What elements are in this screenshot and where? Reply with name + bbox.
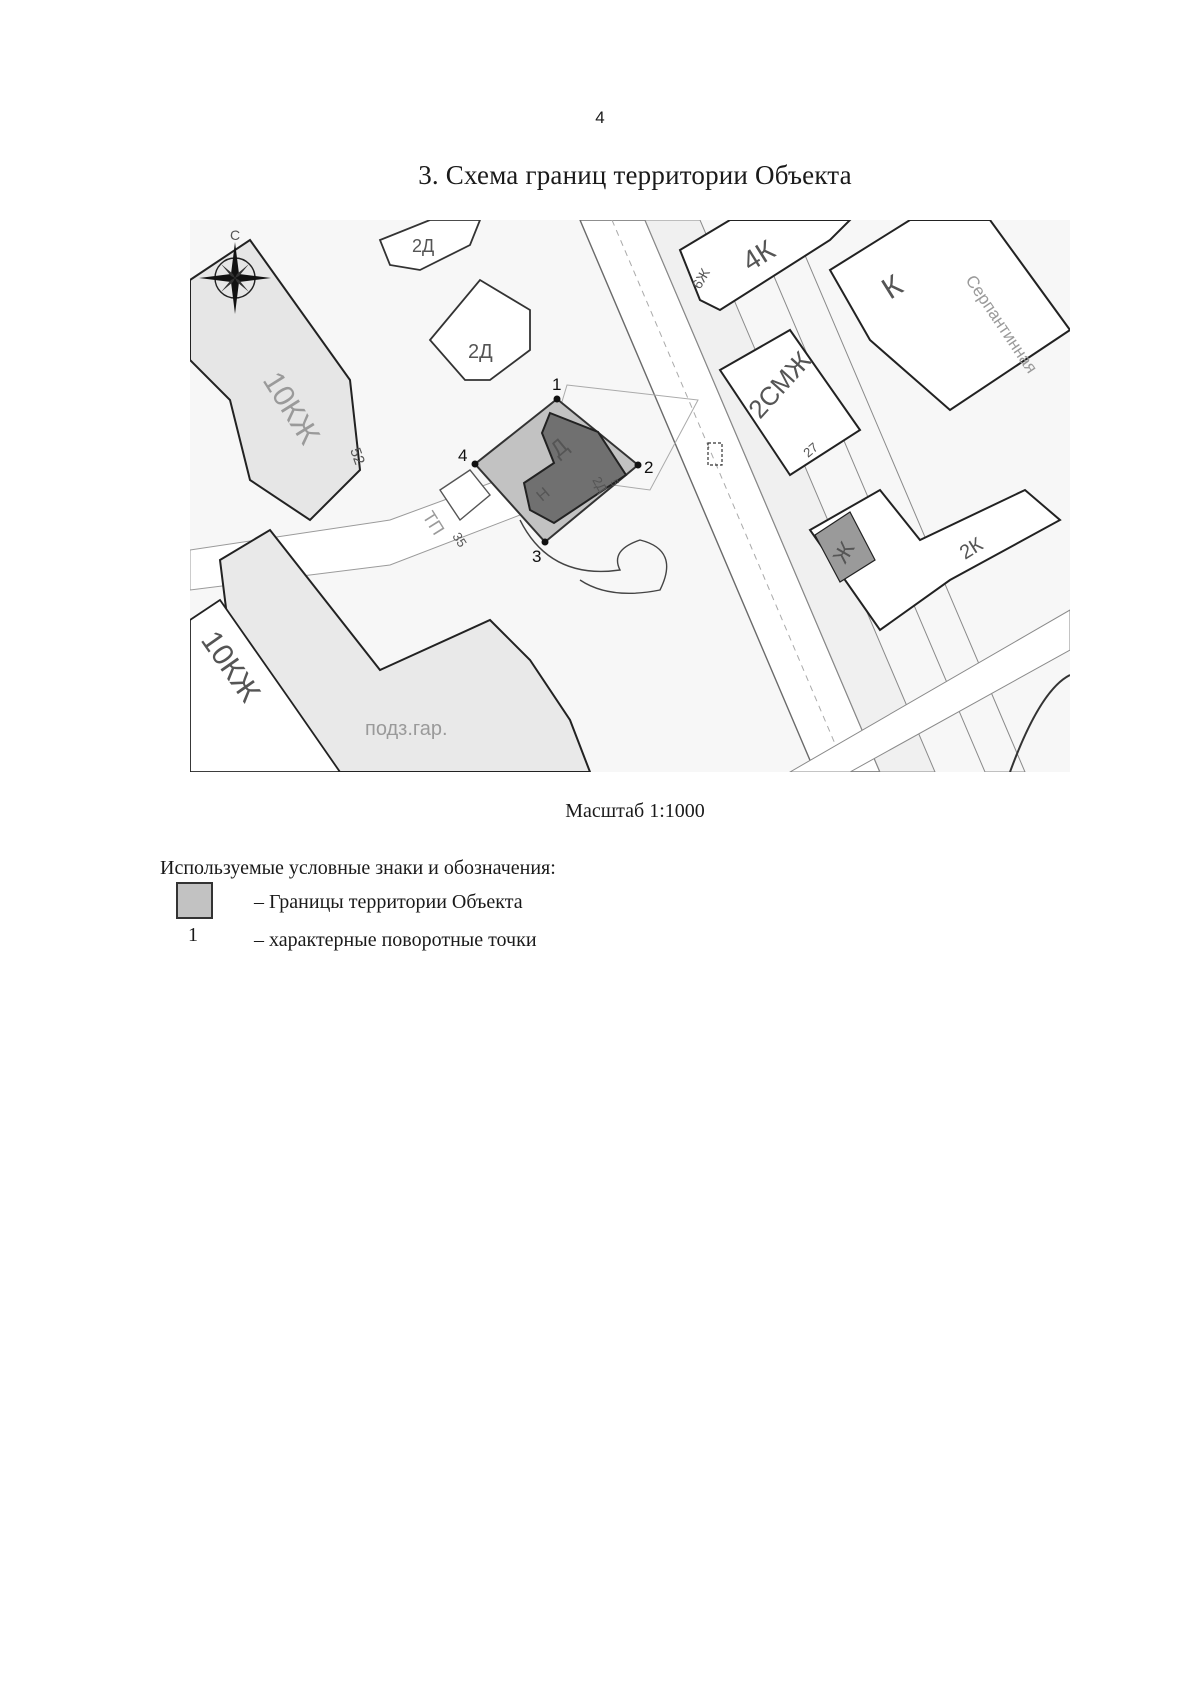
label-2d-middle: 2Д [468,341,493,363]
vertex-label-4: 4 [458,446,467,465]
house-number-52: 52 [346,446,368,467]
garage-label: подз.гар. [365,718,448,740]
building-2d-top: 2Д [378,220,481,271]
vertex-4 [471,460,479,468]
vertex-3 [541,538,549,546]
object-territory: Д 2Д Н 5 [473,384,699,594]
vertex-2 [634,461,642,469]
road-lower-right [789,609,1070,772]
object-building [522,411,628,525]
building-4k: 4К 6Ж [678,220,852,312]
building-2d-middle: 2Д [428,278,531,381]
house-number-5: 5 [607,478,620,489]
vertex-1 [553,395,561,403]
compass-rose-icon: С [199,227,271,314]
legend-item-points: 1 – характерные поворотные точки [176,920,876,960]
vertex-label-3: 3 [532,547,541,566]
parking-marker [707,442,723,466]
building-10kzh-lower: 10КЖ [190,598,342,772]
map-scale: Масштаб 1:1000 [565,800,705,822]
legend-text-points: – характерные поворотные точки [254,929,537,951]
label-2d-top: 2Д [412,236,434,256]
legend-point-symbol: 1 [188,924,198,946]
vertex-label-1: 1 [552,375,561,394]
page-title: 3. Схема границ территории Объекта [418,160,852,190]
building-2k: Ж 2К [808,488,1062,632]
building-10kzh-upper: 10КЖ 52 [190,238,368,522]
legend-heading: Используемые условные знаки и обозначени… [160,857,556,879]
compass-north-label: С [230,227,240,243]
building-2smzh: 2СМЖ 27 [718,328,862,477]
boundary-vertices: 1 2 3 4 [458,375,653,566]
building-k: К Серпантинная [828,220,1070,412]
label-2d-object: 2Д [589,474,610,496]
boundary-map: 10КЖ 52 2Д 2Д 4К 6Ж К [190,220,1070,772]
house-number-35: 35 [449,530,469,550]
vertex-label-2: 2 [644,458,653,477]
page-number: 4 [595,108,605,127]
legend-boundary-swatch [176,882,213,919]
legend-item-boundary: – Границы территории Объекта [176,882,876,922]
legend-text-boundary: – Границы территории Объекта [254,891,523,913]
